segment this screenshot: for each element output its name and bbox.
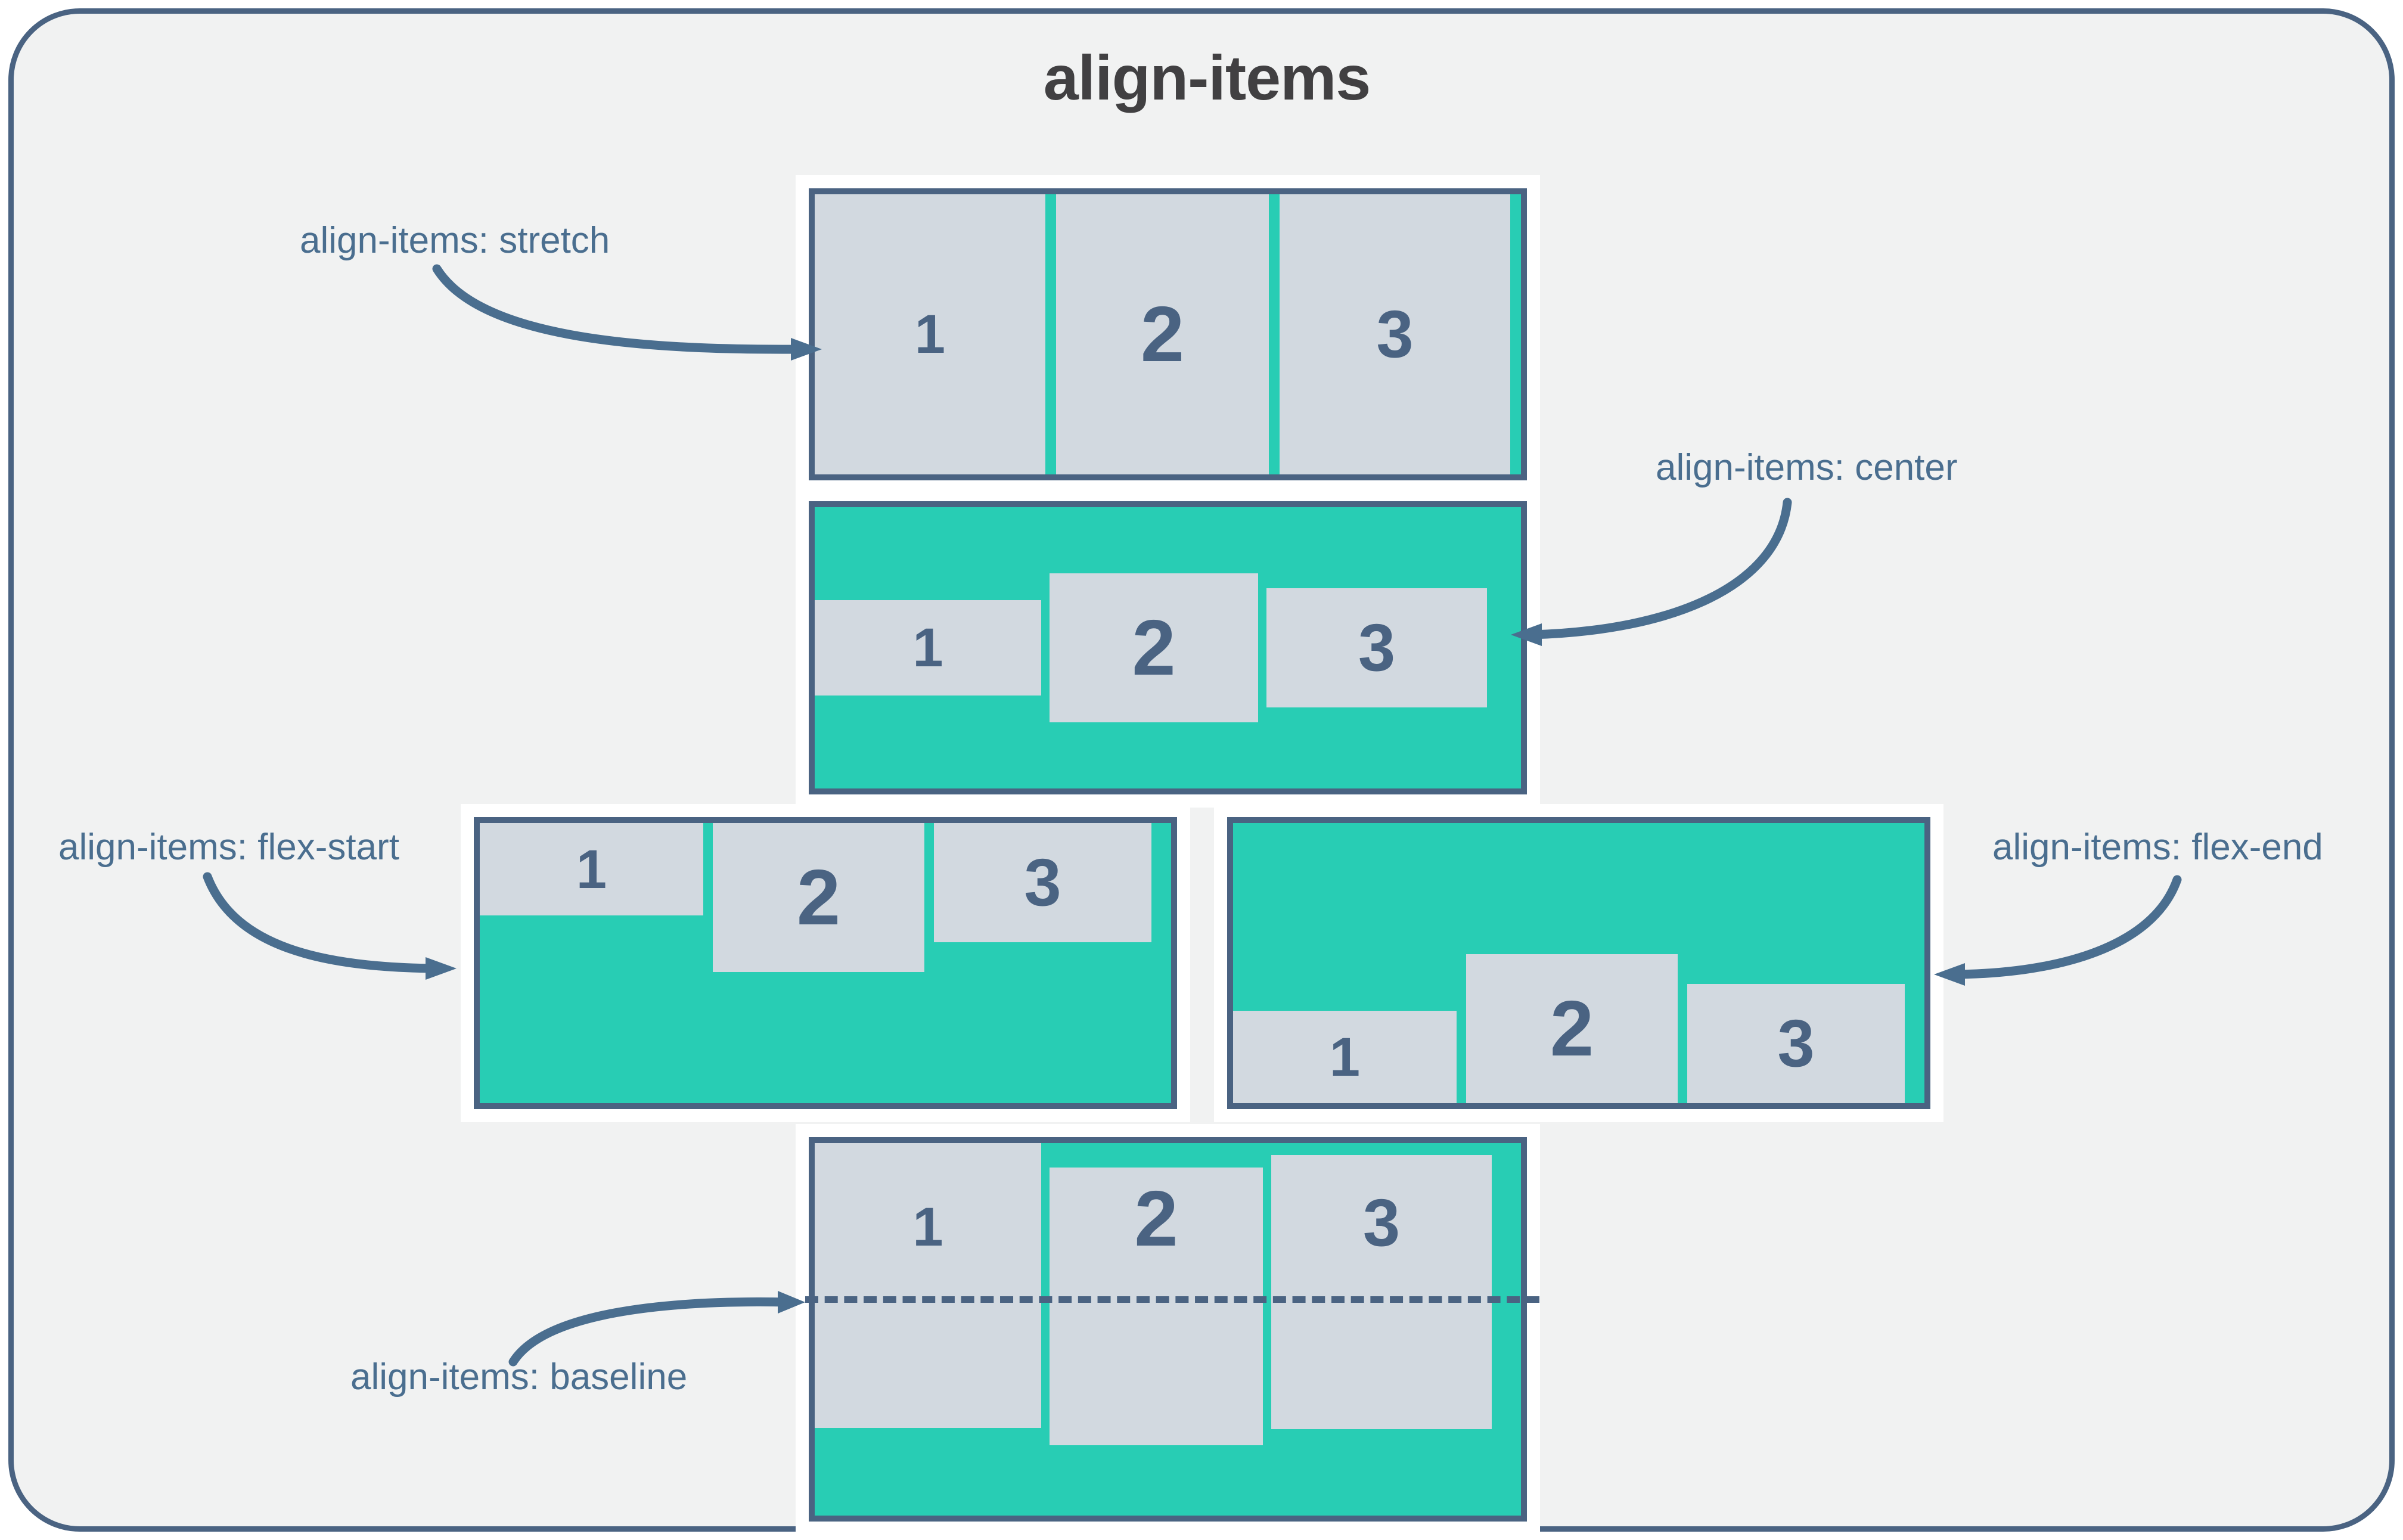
flex-container-flex-start: 1 2 3 (461, 804, 1190, 1122)
flex-item-2: 2 (1050, 1168, 1263, 1445)
flex-item-2: 2 (713, 823, 924, 972)
flex-container-baseline: 1 2 3 (796, 1124, 1540, 1535)
flex-item-3: 3 (1266, 588, 1487, 707)
flex-container-center: 1 2 3 (796, 488, 1540, 808)
flex-item-3: 3 (934, 823, 1151, 942)
flex-item-3: 3 (1687, 984, 1905, 1103)
flex-item-3: 3 (1271, 1155, 1492, 1429)
baseline-guide-line (805, 1296, 1539, 1303)
arrow-to-flex-start-icon (203, 872, 457, 980)
arrow-to-center-icon (1511, 498, 1792, 646)
flex-item-1: 1 (815, 1143, 1041, 1428)
flex-item-2: 2 (1055, 194, 1269, 474)
flex-container-flex-end: 1 2 3 (1214, 804, 1943, 1122)
label-align-items-flex-end: align-items: flex-end (1992, 827, 2323, 868)
page-title: align-items (1043, 43, 1371, 113)
label-align-items-center: align-items: center (1656, 447, 1958, 488)
flex-item-2: 2 (1466, 954, 1678, 1103)
flex-item-1: 1 (1233, 1011, 1457, 1103)
arrow-to-stretch-icon (432, 264, 822, 361)
flex-item-2: 2 (1050, 573, 1258, 722)
flex-container-stretch: 1 2 3 (796, 175, 1540, 493)
arrow-to-flex-end-icon (1934, 875, 2182, 986)
flex-item-3: 3 (1280, 194, 1510, 474)
label-align-items-baseline: align-items: baseline (350, 1356, 688, 1398)
label-align-items-flex-start: align-items: flex-start (58, 827, 399, 868)
diagram-frame: align-items 1 2 3 align-items: stretch 1… (8, 8, 2395, 1535)
flex-item-1: 1 (815, 600, 1041, 696)
flex-item-1: 1 (815, 194, 1045, 474)
flex-item-1: 1 (480, 823, 703, 915)
label-align-items-stretch: align-items: stretch (300, 220, 610, 261)
